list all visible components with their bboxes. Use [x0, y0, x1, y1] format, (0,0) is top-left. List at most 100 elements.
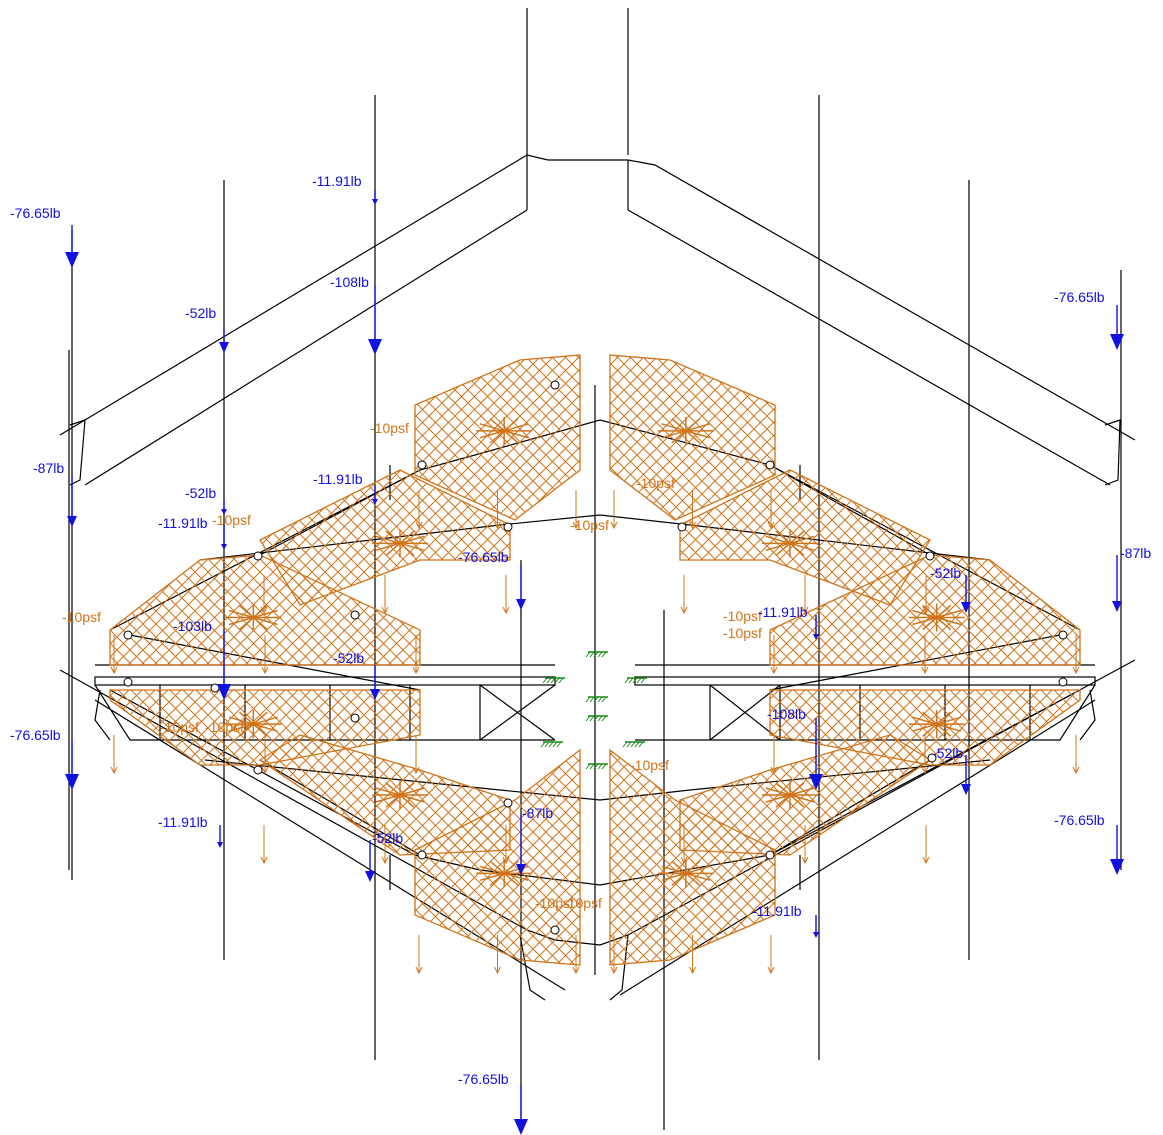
load-distribution-mark — [479, 423, 529, 439]
load-distribution-mark — [912, 609, 962, 626]
area-load-arrowhead — [261, 666, 269, 675]
load-distribution-mark — [765, 535, 815, 552]
support-hatch — [628, 677, 634, 684]
pin-node — [927, 753, 937, 763]
pin-node — [503, 798, 513, 808]
area-load-label: -10psf — [723, 608, 762, 624]
area-loads: -10psf-10psf-10psf-10psf-10psf-10psf-10p… — [62, 354, 1081, 975]
area-load-panel — [609, 748, 776, 966]
point-load-21: -52lb — [932, 745, 971, 795]
area-load-label: -10psf — [563, 895, 602, 911]
area-load-panel — [414, 748, 581, 966]
support-hatch — [626, 741, 632, 748]
point-load-label: -52lb — [185, 485, 216, 501]
point-load-1: -76.65lb — [10, 205, 79, 268]
support-hatch — [640, 677, 646, 684]
point-load-12: -52lb — [333, 650, 380, 700]
area-load-arrowhead — [680, 606, 688, 615]
area-load-label: -10psf — [212, 512, 251, 528]
support-hatch — [542, 677, 548, 684]
point-load-arrowhead — [961, 784, 971, 795]
point-load-23: -11.91lb — [752, 903, 819, 938]
point-load-arrowhead — [1112, 601, 1122, 612]
pin-node — [550, 380, 560, 390]
area-load-arrowhead — [610, 966, 618, 975]
pin-node — [1058, 677, 1068, 687]
support-hatch — [585, 696, 591, 703]
point-load-22: -76.65lb — [1054, 812, 1124, 875]
support-hatch — [585, 763, 591, 770]
point-load-arrowhead — [516, 599, 526, 610]
pin-node — [503, 522, 513, 532]
load-distribution-mark — [661, 423, 711, 439]
pin-node — [677, 522, 687, 532]
support-hatch — [550, 677, 556, 684]
point-load-arrowhead — [1110, 859, 1124, 875]
support-hatch — [630, 741, 636, 748]
support-hatch — [593, 696, 599, 703]
load-distribution-mark — [228, 716, 278, 732]
pin-node — [417, 460, 427, 470]
point-load-24: -76.65lb — [458, 1071, 528, 1135]
support-hatch — [636, 677, 642, 684]
support-hatch — [585, 651, 591, 658]
area-load-arrowhead — [110, 666, 118, 675]
load-distribution-mark — [912, 716, 962, 732]
support-hatch — [601, 696, 607, 703]
area-load-label: -10psf — [723, 625, 762, 641]
area-load-arrowhead — [572, 521, 580, 530]
area-load-arrowhead — [689, 966, 696, 975]
point-load-arrowhead — [67, 516, 77, 527]
support-hatch — [597, 696, 603, 703]
point-load-arrowhead — [1110, 334, 1124, 350]
point-load-arrowhead — [365, 871, 375, 882]
point-load-label: -11.91lb — [312, 173, 362, 189]
area-load-label: -10psf — [160, 719, 199, 735]
fixed-support — [585, 651, 608, 658]
area-load-arrowhead — [502, 606, 510, 615]
point-load-18: -11.91lb — [158, 814, 223, 848]
point-load-arrowhead — [221, 509, 227, 515]
area-load-4: -10psf — [570, 469, 931, 615]
point-load-arrowhead — [221, 544, 227, 550]
point-load-label: -87lb — [1120, 545, 1151, 561]
area-load-arrowhead — [921, 666, 929, 675]
supports — [123, 380, 1068, 935]
point-load-arrowhead — [368, 339, 382, 355]
area-load-label: -10psf — [535, 895, 574, 911]
pin-node — [123, 630, 133, 640]
pin-node — [1058, 630, 1068, 640]
support-hatch — [622, 741, 628, 748]
point-load-label: -76.65lb — [1054, 812, 1105, 828]
point-load-3: -52lb — [185, 305, 229, 353]
point-load-label: -87lb — [522, 805, 553, 821]
support-hatch — [554, 677, 560, 684]
support-hatch — [589, 763, 595, 770]
fixed-support — [622, 741, 645, 748]
area-load-arrowhead — [260, 856, 268, 865]
point-load-16: -11.91lb — [758, 604, 819, 640]
area-load-5: -10psf — [62, 554, 421, 675]
point-load-arrowhead — [809, 774, 823, 790]
support-hatch — [601, 715, 607, 722]
point-load-10: -76.65lb — [458, 549, 526, 610]
pin-node — [550, 925, 560, 935]
point-load-13: -76.65lb — [10, 727, 79, 790]
support-hatch — [597, 715, 603, 722]
area-load-10: -10psf — [630, 734, 932, 865]
point-load-7: -52lb — [185, 485, 227, 515]
area-load-arrowhead — [770, 666, 778, 675]
area-load-arrowhead — [572, 966, 580, 975]
point-load-arrowhead — [65, 774, 79, 790]
support-hatch — [601, 651, 607, 658]
area-load-2: -10psf — [609, 354, 776, 530]
area-load-arrowhead — [1072, 666, 1080, 675]
support-hatch — [593, 763, 599, 770]
support-hatch — [546, 677, 552, 684]
area-load-8: -10psf — [723, 625, 1081, 775]
pin-node — [765, 460, 775, 470]
pin-node — [350, 610, 360, 620]
area-load-arrowhead — [801, 856, 809, 865]
support-hatch — [597, 651, 603, 658]
